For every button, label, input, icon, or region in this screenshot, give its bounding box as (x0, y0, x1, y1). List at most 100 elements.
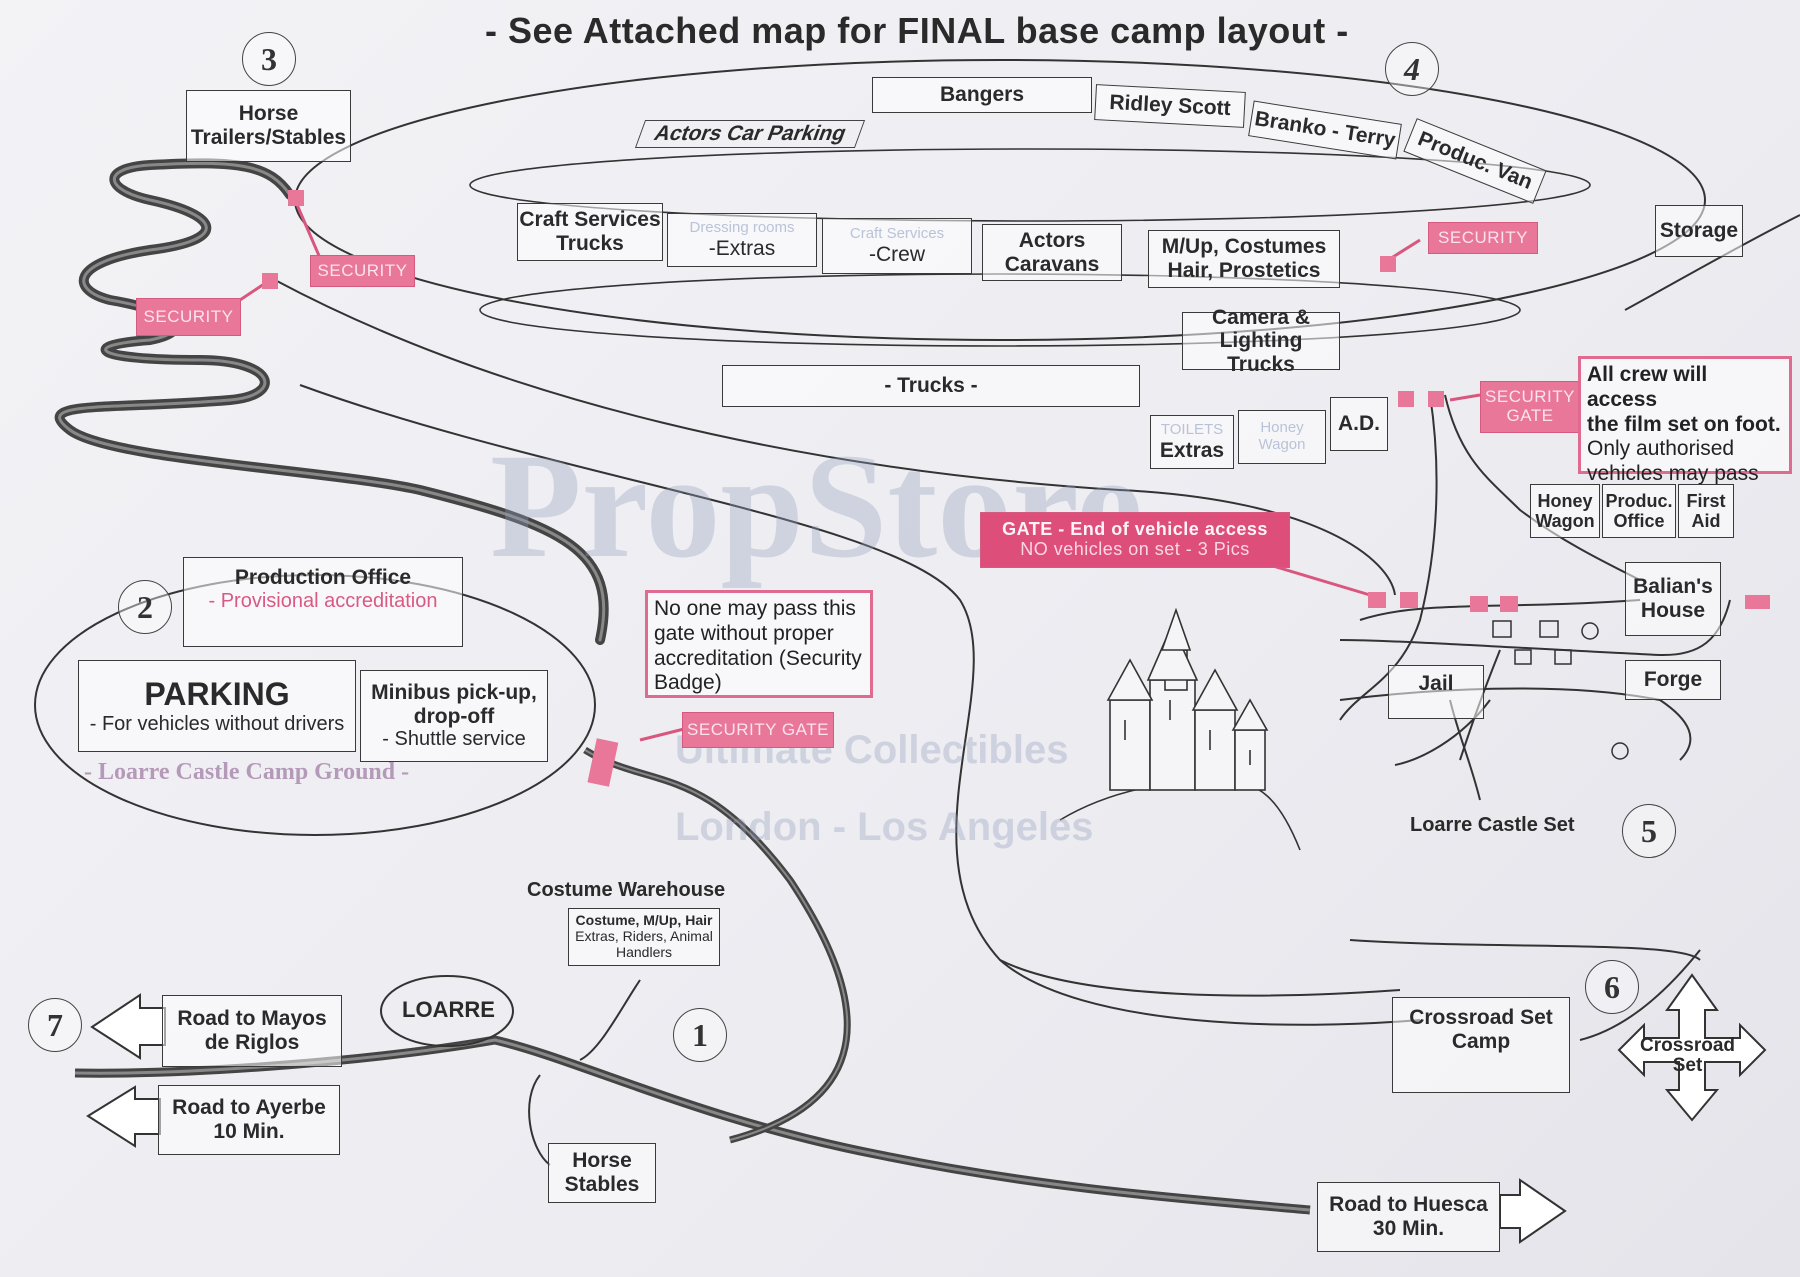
road-huesca-box: Road to Huesca 30 Min. (1317, 1182, 1500, 1252)
map-title: - See Attached map for FINAL base camp l… (485, 10, 1349, 51)
crew-note-line3: Only authorised (1587, 437, 1735, 461)
road-to-set (274, 279, 1396, 596)
costume-warehouse-title: Costume Warehouse (527, 879, 726, 901)
provisional-label: - Provisional accreditation (208, 589, 438, 612)
security-mark-4 (1398, 391, 1414, 407)
loarre-ellipse (380, 975, 514, 1047)
set-shape-3 (1581, 622, 1599, 640)
zone-3-number: 3 (242, 32, 296, 86)
road-ayerbe-line1: Road to Ayerbe (172, 1096, 326, 1120)
crossroad-camp-line2: Camp (1451, 1029, 1511, 1053)
castle-illustration (1059, 607, 1301, 851)
costume-line1: Costume, M/Up, Hair (575, 912, 713, 929)
security-mark-1 (288, 190, 304, 206)
mup-box: M/Up, Costumes Hair, Prostetics (1148, 230, 1340, 288)
craft-line2: Trucks (556, 232, 624, 255)
security-mark-9 (1500, 596, 1518, 612)
security-mark-6 (1368, 592, 1386, 608)
first-aid-line1: First (1686, 490, 1726, 511)
minibus-line2: drop-off (413, 704, 495, 728)
road-huesca-line2: 30 Min. (1372, 1217, 1445, 1240)
crew-faded: Craft Services (849, 224, 945, 242)
security-label-1: SECURITY (310, 255, 415, 287)
crew-note-line1: All crew will access (1587, 363, 1708, 411)
crossroad-set-line1: Crossroad (1640, 1035, 1736, 1056)
camp-ground-label: - Loarre Castle Camp Ground - (84, 759, 410, 785)
security-mark-7 (1400, 592, 1418, 608)
actors-line2: Caravans (1004, 252, 1100, 276)
loarre-label: LOARRE (402, 997, 495, 1022)
bangers-box: Bangers (872, 77, 1092, 113)
trucks-box: - Trucks - (722, 365, 1140, 407)
costume-road (579, 979, 641, 1061)
road-ayerbe-line2: 10 Min. (213, 1120, 285, 1143)
ad-box: A.D. (1330, 397, 1388, 451)
horse-stables-box: Horse Stables (548, 1143, 656, 1203)
ridley-label: Ridley Scott (1108, 91, 1232, 121)
security-mark-10 (1745, 595, 1770, 609)
horse-trailers-line2: Trailers/Stables (190, 126, 347, 149)
jail-label: Jail (1418, 672, 1454, 695)
balian-line1: Balian's (1633, 575, 1713, 599)
toilets-box: TOILETS Extras (1150, 415, 1234, 469)
craft-line1: Craft Services (519, 208, 661, 232)
road-crossroad-right (1579, 949, 1701, 1041)
honey-line1: Honey (1537, 490, 1593, 511)
loarre-castle-set-label: Loarre Castle Set (1410, 814, 1575, 836)
security-gate-top-line2: GATE (1506, 406, 1554, 425)
set-shape-6 (1611, 742, 1629, 760)
bangers-label: Bangers (939, 83, 1025, 107)
actors-car-parking: Actors Car Parking (634, 120, 866, 149)
set-shape-5 (1554, 649, 1572, 665)
horse-stables-line2: Stables (564, 1173, 640, 1196)
production-office-box: Production Office - Provisional accredit… (183, 557, 463, 647)
honey-wagon-faded-box: Honey Wagon (1238, 410, 1326, 464)
balian-line2: House (1640, 599, 1706, 622)
produc-line2: Office (1613, 511, 1665, 531)
set-road-1 (1339, 394, 1438, 721)
security-mark-3 (1380, 256, 1396, 272)
actors-caravans-box: Actors Caravans (982, 224, 1122, 281)
first-aid-line2: Aid (1691, 511, 1721, 531)
ad-label: A.D. (1338, 412, 1380, 436)
road-ayerbe-box: Road to Ayerbe 10 Min. (158, 1085, 340, 1155)
extras-faded: Dressing rooms (689, 218, 795, 236)
vehicle-gate-line2: NO vehicles on set - 3 Pics (1020, 539, 1250, 559)
camera-line1: Camera & (1211, 305, 1311, 329)
crew-note-line4: vehicles may pass (1587, 462, 1759, 486)
security-gate-top-line1: SECURITY (1485, 387, 1575, 407)
mup-line2: Hair, Prostetics (1167, 259, 1321, 282)
set-shape-2 (1539, 620, 1559, 638)
set-road-3 (1339, 599, 1731, 657)
winding-road-inner (58, 161, 606, 642)
camera-box: Camera & Lighting Trucks (1182, 306, 1340, 376)
gate-accreditation-note: No one may pass this gate without proper… (645, 590, 873, 698)
costume-line2: Extras, Riders, Animal (575, 928, 713, 945)
honey-line2: Wagon (1535, 511, 1595, 531)
horse-trailers-line1: Horse (238, 102, 299, 126)
camera-line2: Lighting Trucks (1219, 329, 1303, 376)
road-mayos-line2: de Riglos (204, 1031, 300, 1054)
stables-road (528, 1074, 551, 1166)
costume-line3: Handlers (615, 943, 673, 960)
security-mark-11 (587, 738, 619, 787)
security-mark-5 (1428, 391, 1444, 407)
zone-1-number: 1 (673, 1008, 727, 1062)
forge-box: Forge (1625, 660, 1721, 700)
crew-access-note: All crew will access the film set on foo… (1578, 356, 1792, 485)
pointer-gate (1269, 563, 1381, 600)
production-office-label: Production Office (234, 566, 412, 589)
extras-label: -Extras (708, 236, 776, 260)
storage-road (1624, 214, 1800, 311)
security-label-2: SECURITY (136, 298, 241, 336)
arrow-mayos (90, 993, 166, 1060)
balian-house-box: Balian's House (1625, 562, 1721, 636)
mup-line1: M/Up, Costumes (1161, 235, 1327, 259)
security-gate-bottom: SECURITY GATE (682, 712, 834, 748)
crossroad-set-line2: Set (1672, 1054, 1703, 1076)
road-to-crossroad (299, 384, 1421, 1026)
shuttle-label: - Shuttle service (382, 728, 526, 751)
vehicle-gate-line1: GATE - End of vehicle access (1002, 519, 1268, 540)
honey-faded-line2: Wagon (1258, 436, 1306, 453)
gate-road-inner (584, 749, 849, 1141)
